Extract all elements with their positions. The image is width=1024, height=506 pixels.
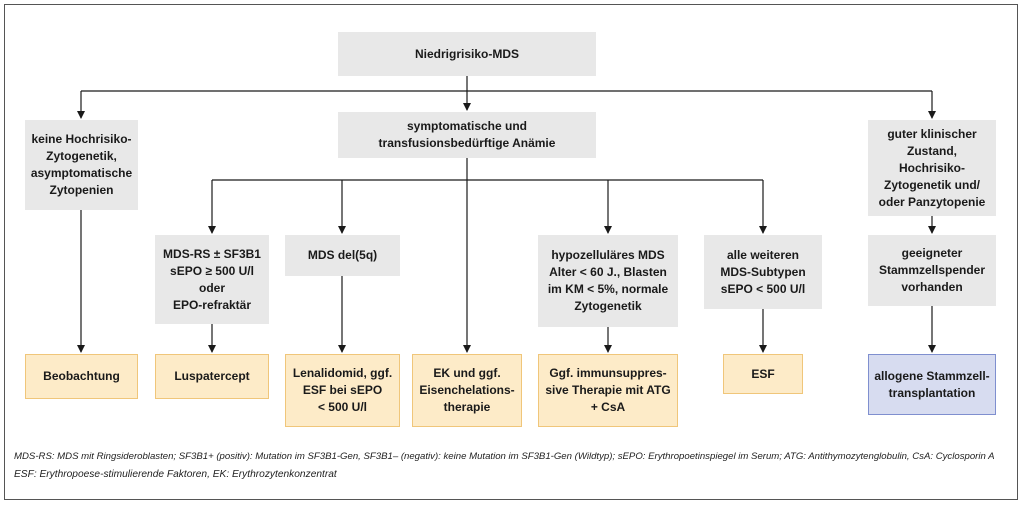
hypocellular-node: hypozelluläres MDS Alter < 60 J., Blaste… [538,235,678,327]
immunosuppressive-result: Ggf. immunsuppres- sive Therapie mit ATG… [538,354,678,427]
footnote-line-1: MDS-RS: MDS mit Ringsideroblasten; SF3B1… [14,451,995,462]
esf-result: ESF [723,354,803,394]
other-subtypes-node: alle weiteren MDS-Subtypen sEPO < 500 U/… [704,235,822,309]
root-node: Niedrigrisiko-MDS [338,32,596,76]
observation-result: Beobachtung [25,354,138,399]
diagram-frame [4,4,1018,500]
right-condition-node: guter klinischer Zustand, Hochrisiko- Zy… [868,120,996,216]
ek-chelation-result: EK und ggf. Eisenchelations- therapie [412,354,522,427]
transplant-result: allogene Stammzell- transplantation [868,354,996,415]
left-condition-node: keine Hochrisiko- Zytogenetik, asymptoma… [25,120,138,210]
lenalidomide-result: Lenalidomid, ggf. ESF bei sEPO < 500 U/l [285,354,400,427]
footnote-line-2: ESF: Erythropoese-stimulierende Faktoren… [14,469,337,480]
center-condition-node: symptomatische und transfusionsbedürftig… [338,112,596,158]
mds-rs-node: MDS-RS ± SF3B1 sEPO ≥ 500 U/l oder EPO-r… [155,235,269,324]
mds-del5q-node: MDS del(5q) [285,235,400,276]
donor-node: geeigneter Stammzellspender vorhanden [868,235,996,306]
luspatercept-result: Luspatercept [155,354,269,399]
